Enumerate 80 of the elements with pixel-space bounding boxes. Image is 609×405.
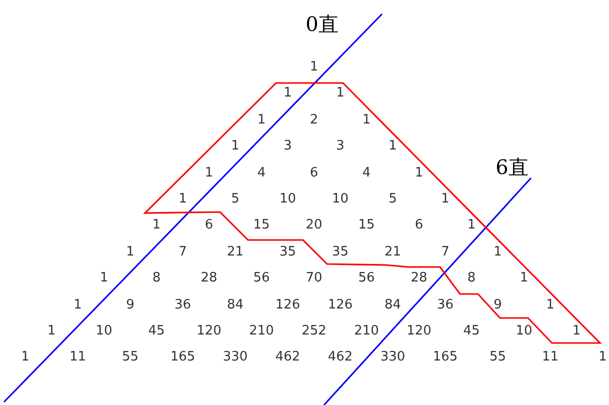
number-label: 84 xyxy=(384,298,402,312)
number-label: 6 xyxy=(310,166,318,180)
number-label: 2 xyxy=(310,113,318,126)
number-label: 1 xyxy=(388,140,397,153)
number-label: 20 xyxy=(306,218,322,232)
number-label: 330 xyxy=(222,350,248,364)
number-label: 36 xyxy=(174,298,192,312)
number-label: 3 xyxy=(284,140,292,153)
number-label: 45 xyxy=(463,324,480,338)
number-label: 1 xyxy=(336,86,344,100)
number-label: 165 xyxy=(170,350,196,364)
number-label: 11 xyxy=(69,350,86,364)
number-label: 56 xyxy=(358,272,375,285)
number-label: 462 xyxy=(275,350,300,364)
number-label: 35 xyxy=(332,245,349,258)
number-label: 1 xyxy=(231,140,240,153)
number-label: 35 xyxy=(279,245,296,258)
number-label: 1 xyxy=(520,272,528,285)
number-label: 55 xyxy=(122,350,139,364)
number-label: 210 xyxy=(354,324,379,338)
number-label: 10 xyxy=(332,192,349,206)
number-label: 1 xyxy=(284,86,292,100)
number-label: 1 xyxy=(21,350,30,364)
number-label: 1 xyxy=(126,245,134,258)
number-label: 56 xyxy=(253,272,270,285)
number-label: 1 xyxy=(414,166,424,180)
number-label: 28 xyxy=(200,272,218,285)
number-label: 4 xyxy=(362,166,371,180)
number-label: 120 xyxy=(406,324,432,338)
number-label: 8 xyxy=(152,272,161,285)
number-label: 21 xyxy=(384,245,402,258)
number-label: 6 xyxy=(414,218,424,232)
number-label: 1 xyxy=(74,298,82,312)
number-label: 45 xyxy=(148,324,165,338)
number-label: 6 xyxy=(204,218,214,232)
number-label: 1 xyxy=(204,166,214,180)
number-label: 210 xyxy=(249,324,274,338)
number-label: 1 xyxy=(178,192,187,206)
number-label: 5 xyxy=(388,192,397,206)
number-label: 330 xyxy=(380,350,406,364)
number-label: 1 xyxy=(494,245,502,258)
number-label: 1 xyxy=(152,218,161,232)
number-label: 7 xyxy=(441,245,450,258)
number-label: 8 xyxy=(467,272,476,285)
number-label: 84 xyxy=(226,298,244,312)
number-label: 1 xyxy=(100,272,108,285)
number-label: 120 xyxy=(196,324,222,338)
number-label: 1 xyxy=(441,192,450,206)
number-label: 1 xyxy=(572,324,581,338)
number-label: 5 xyxy=(231,192,240,206)
number-label: 55 xyxy=(489,350,506,364)
number-label: 10 xyxy=(279,192,296,206)
number-label: 3 xyxy=(336,140,344,153)
number-label: 15 xyxy=(358,218,375,232)
number-label: 165 xyxy=(432,350,458,364)
line-label: 6直 xyxy=(496,157,528,177)
number-label: 1 xyxy=(467,218,476,232)
number-label: 1 xyxy=(546,298,554,312)
number-label: 1 xyxy=(310,60,318,74)
number-label: 9 xyxy=(126,298,134,312)
number-label: 126 xyxy=(328,298,353,312)
number-label: 36 xyxy=(436,298,454,312)
number-label: 70 xyxy=(306,272,322,285)
number-label: 21 xyxy=(226,245,244,258)
number-label: 10 xyxy=(96,324,112,338)
number-label: 462 xyxy=(328,350,353,364)
number-label: 1 xyxy=(257,113,266,126)
number-label: 15 xyxy=(253,218,270,232)
number-label: 252 xyxy=(302,324,326,338)
number-label: 1 xyxy=(598,350,607,364)
number-label: 4 xyxy=(257,166,266,180)
number-label: 1 xyxy=(47,324,56,338)
number-label: 1 xyxy=(362,113,371,126)
number-label: 9 xyxy=(494,298,502,312)
number-label: 10 xyxy=(516,324,532,338)
number-label: 11 xyxy=(542,350,559,364)
number-label: 126 xyxy=(275,298,300,312)
line-label: 0直 xyxy=(306,14,338,34)
number-label: 7 xyxy=(178,245,187,258)
number-label: 28 xyxy=(410,272,428,285)
